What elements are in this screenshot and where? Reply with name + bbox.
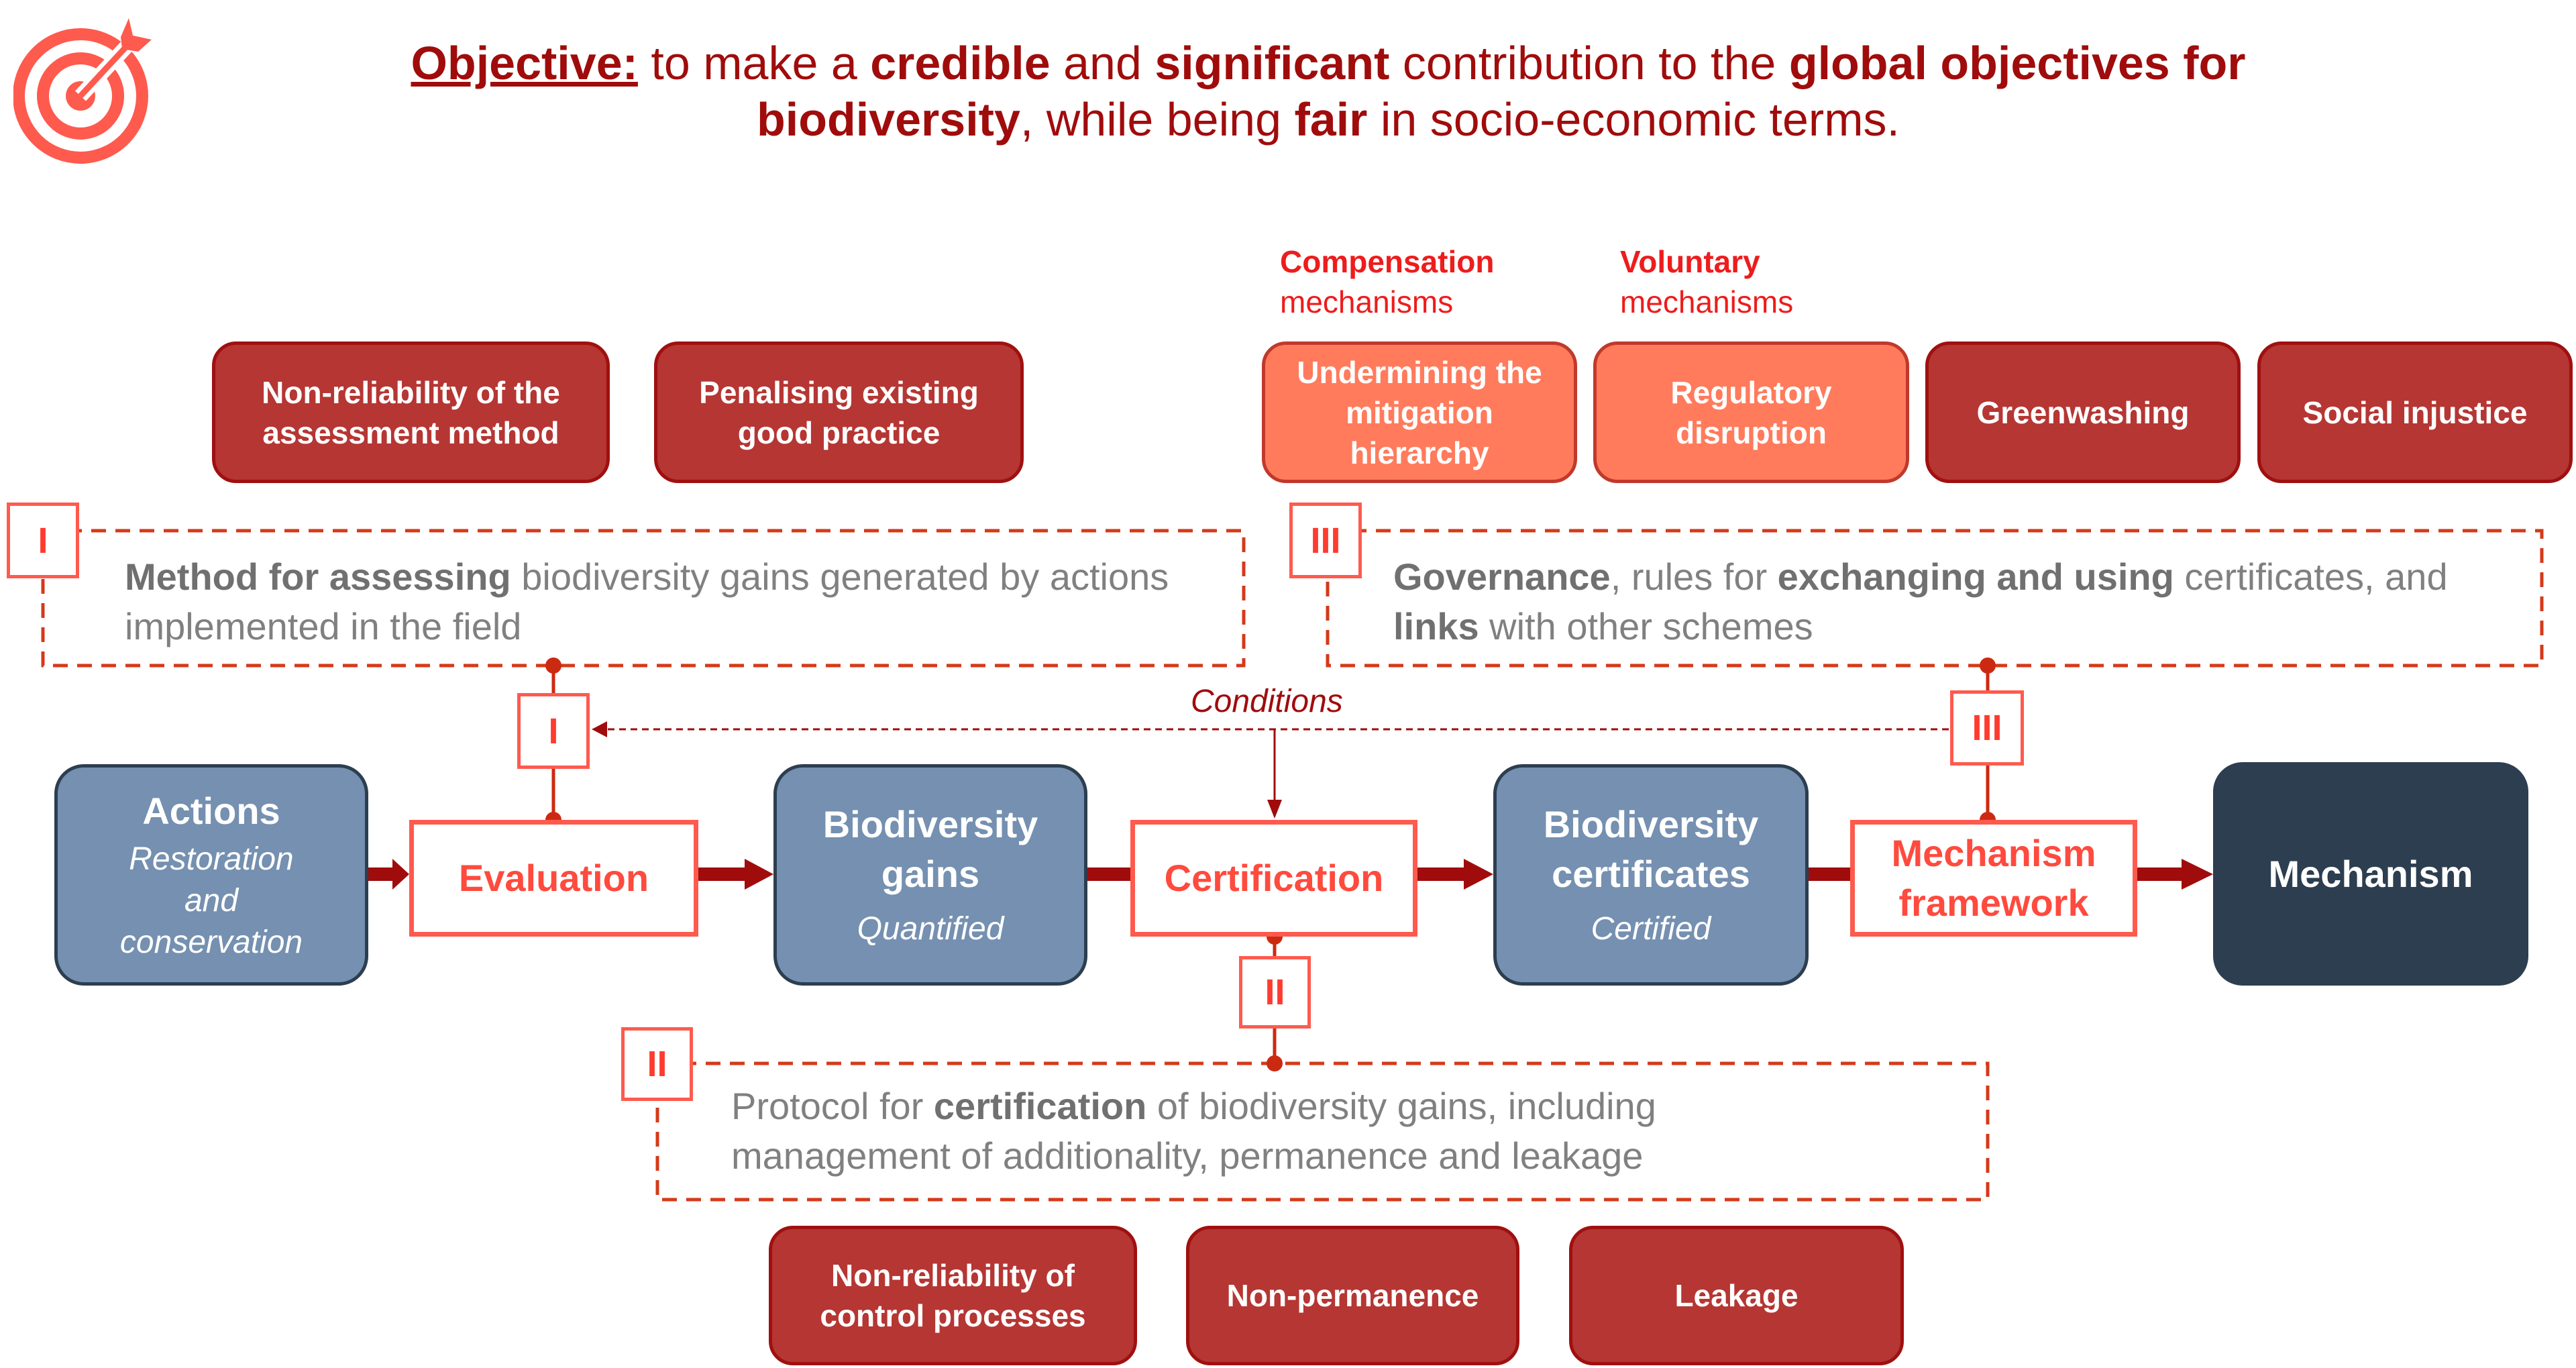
text-segment: biodiversity gains generated by actions … — [125, 556, 1169, 647]
pillar-2-dashed-box — [655, 1061, 1990, 1202]
risk-control-processes: Non-reliability of control processes — [769, 1226, 1137, 1365]
node-title: Biodiversity gains — [822, 803, 1038, 895]
mechanism-framework-step: Mechanism framework — [1850, 820, 2137, 937]
node-subtitle: Quantified — [857, 911, 1004, 947]
label-title: Voluntary — [1620, 244, 1760, 279]
label-sub: mechanisms — [1280, 284, 1454, 319]
conditions-label: Conditions — [1191, 684, 1343, 719]
pillar-2-description: Protocol for certification of biodiversi… — [731, 1082, 1872, 1181]
text-segment: Protocol for — [731, 1085, 934, 1127]
pillar-3-description: Governance, rules for exchanging and usi… — [1393, 552, 2534, 651]
text-segment: global objectives for — [1788, 37, 2246, 89]
text-segment: with other schemes — [1479, 605, 1813, 647]
biodiversity-gains-node: Biodiversity gains Quantified — [773, 764, 1087, 986]
mechanism-node: Mechanism — [2213, 762, 2528, 986]
label-title: Compensation — [1280, 244, 1495, 279]
risk-assessment-reliability: Non-reliability of the assessment method — [212, 341, 610, 483]
text-segment: , while being — [1020, 93, 1295, 146]
text-segment: exchanging and using — [1777, 556, 2174, 598]
text-segment: certification — [933, 1085, 1147, 1127]
voluntary-mechanisms-label: Voluntary mechanisms — [1620, 242, 1793, 322]
text-segment: fair — [1294, 93, 1368, 146]
objective-title: Objective: to make a credible and signif… — [201, 35, 2455, 148]
text-segment: links — [1393, 605, 1479, 647]
text-segment: Governance — [1393, 556, 1611, 598]
text-segment: in socio-economic terms. — [1367, 93, 1900, 146]
objective-line-1: Objective: to make a credible and signif… — [201, 35, 2455, 91]
text-segment: Method for assessing — [125, 556, 511, 598]
text-segment: credible — [870, 37, 1051, 89]
risk-non-permanence: Non-permanence — [1186, 1226, 1519, 1365]
node-title: Actions — [142, 790, 280, 832]
actions-node: Actions Restoration and conservation — [54, 764, 368, 986]
evaluation-step: Evaluation — [409, 820, 698, 937]
risk-penalising-good-practice: Penalising existing good practice — [654, 341, 1024, 483]
node-subtitle: Certified — [1591, 911, 1711, 947]
risk-leakage: Leakage — [1569, 1226, 1904, 1365]
text-segment: contribution to the — [1389, 37, 1789, 89]
pillar-3-badge: III — [1289, 503, 1362, 578]
certification-step: Certification — [1130, 820, 1417, 937]
node-subtitle: Restoration and conservation — [119, 841, 303, 960]
compensation-mechanisms-label: Compensation mechanisms — [1280, 242, 1494, 322]
text-segment: of biodiversity gains, including managem… — [731, 1085, 1656, 1177]
pillar-1-connector-badge: I — [517, 693, 590, 769]
pillar-1-description: Method for assessing biodiversity gains … — [125, 552, 1198, 651]
text-segment: to make a — [637, 37, 871, 89]
risk-greenwashing: Greenwashing — [1925, 341, 2241, 483]
text-segment: , rules for — [1610, 556, 1778, 598]
risk-social-injustice: Social injustice — [2257, 341, 2573, 483]
pillar-1-dashed-box — [41, 529, 1246, 668]
biodiversity-certificates-node: Biodiversity certificates Certified — [1493, 764, 1809, 986]
pillar-2-badge: II — [621, 1027, 693, 1101]
pillar-1-badge: I — [7, 503, 79, 578]
flow-arrows — [368, 859, 2213, 890]
text-segment: significant — [1155, 37, 1390, 89]
text-segment: certificates, and — [2174, 556, 2448, 598]
node-title: Mechanism — [2268, 852, 2473, 895]
target-icon — [13, 18, 152, 164]
risk-mitigation-hierarchy: Undermining the mitigation hierarchy — [1262, 341, 1577, 483]
pillar-3-connector-badge: III — [1950, 690, 2024, 766]
text-segment: biodiversity — [756, 93, 1020, 146]
text-segment: and — [1050, 37, 1155, 89]
objective-line-2: biodiversity, while being fair in socio-… — [201, 91, 2455, 148]
risk-regulatory-disruption: Regulatory disruption — [1593, 341, 1909, 483]
pillar-2-connector-badge: II — [1239, 956, 1311, 1029]
node-title: Biodiversity certificates — [1543, 803, 1759, 895]
text-segment: Objective: — [411, 37, 638, 89]
label-sub: mechanisms — [1620, 284, 1794, 319]
pillar-3-dashed-box — [1326, 529, 2544, 668]
